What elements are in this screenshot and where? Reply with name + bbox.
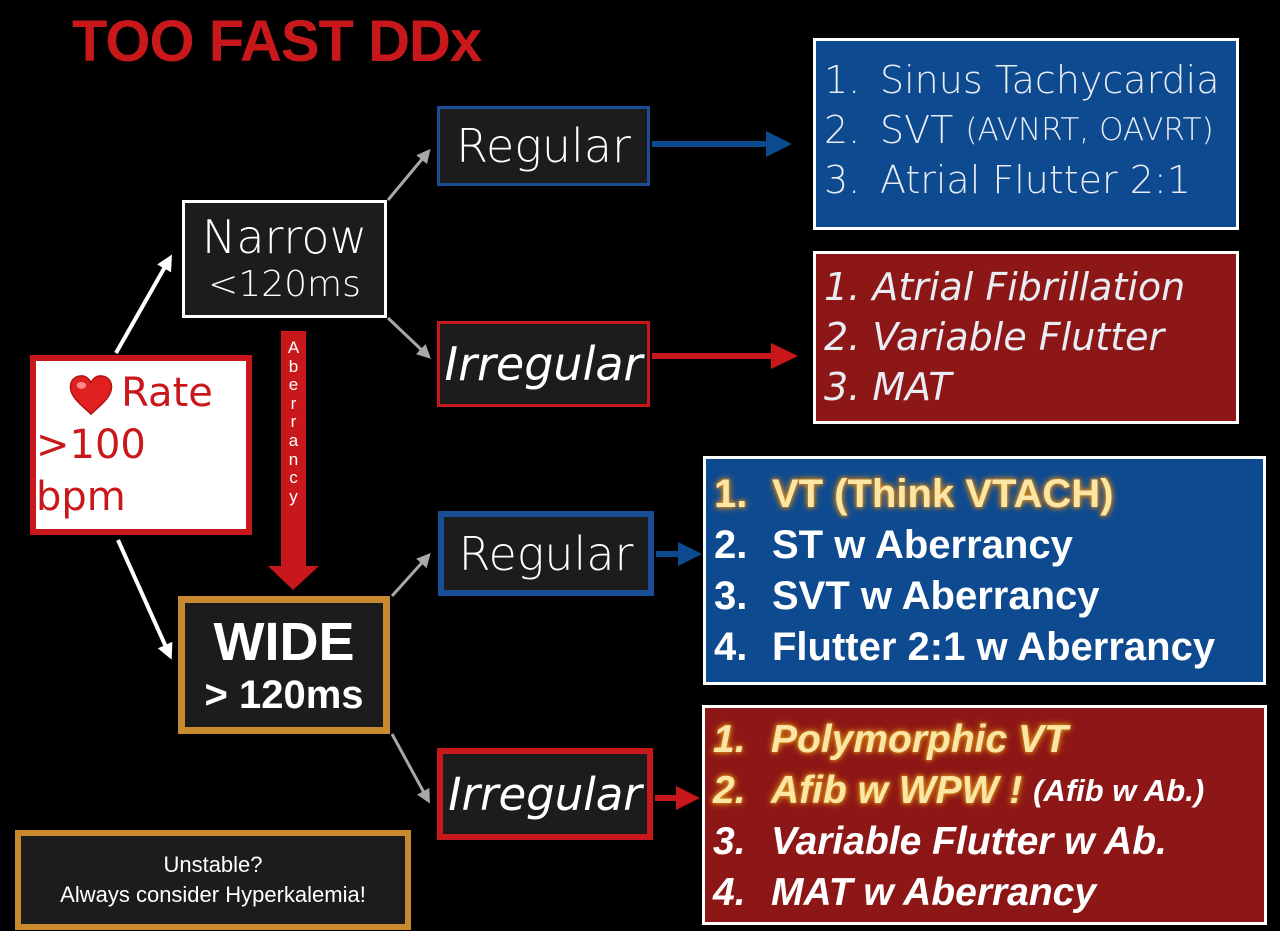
list-item: 1. Sinus Tachycardia [824,55,1236,105]
wide-regular-ddx-list: 1. VT (Think VTACH) 2. ST w Aberrancy 3.… [703,456,1266,685]
list-item-highlighted: 1. Polymorphic VT [713,714,1264,765]
wide-threshold: > 120ms [204,673,364,717]
arrow-rate-to-wide [116,539,173,660]
item-number: 4. [714,625,748,669]
wide-irregular-ddx-list: 1. Polymorphic VT 2. Afib w WPW ! (Afib … [702,705,1267,925]
aberrancy-letter: e [288,375,299,395]
aberrancy-letter: n [288,449,299,469]
item-text: Polymorphic VT [771,718,1068,761]
wide-regular-node: Regular [438,511,654,596]
aberrancy-arrow: A b e r r a n c y [281,331,306,567]
arrow-rate-to-narrow [114,254,172,354]
list-item: 2. ST w Aberrancy [714,520,1263,571]
list-item-highlighted: 1. VT (Think VTACH) [714,469,1263,520]
aberrancy-letter: r [290,412,297,432]
page-title: TOO FAST DDx [72,9,482,74]
narrow-node: Narrow <120ms [182,200,387,318]
arrow-narrow-to-regular [386,148,431,201]
aberrancy-arrow-head [268,566,319,590]
item-text: Atrial Flutter 2:1 [880,158,1191,202]
list-item: 3. MAT [824,365,952,409]
aberrancy-letter: c [289,468,298,488]
aberrancy-letter: r [290,393,297,413]
item-number: 3. [714,574,748,618]
wide-irregular-node: Irregular [437,748,653,840]
list-item: 2. Variable Flutter [824,315,1165,359]
narrow-label: Narrow [201,210,368,264]
item-number: 3. [824,158,861,202]
item-note: (AVNRT, OAVRT) [965,112,1214,148]
arrow-regular-to-list-head [766,131,792,157]
item-text: ST w Aberrancy [772,523,1073,567]
item-text: MAT w Aberrancy [771,871,1097,914]
item-text: Variable Flutter w Ab. [771,820,1167,863]
list-item: 4. Flutter 2:1 w Aberrancy [714,622,1263,673]
item-number: 1. [713,718,746,761]
item-number: 2. [714,523,748,567]
rate-node: Rate >100 bpm [30,355,252,535]
item-number: 2. [713,769,746,812]
list-item: 2. SVT (AVNRT, OAVRT) [824,105,1236,155]
arrow-wide-regular-to-list-head [678,542,702,566]
aberrancy-letter: y [289,486,298,506]
item-text: Sinus Tachycardia [880,58,1220,102]
wide-node: WIDE > 120ms [178,596,390,734]
hyperkalemia-note: Unstable? Always consider Hyperkalemia! [15,830,411,930]
aberrancy-letter: A [287,338,300,357]
list-item-highlighted: 2. Afib w WPW ! (Afib w Ab.) [713,765,1264,816]
list-item: 3. Variable Flutter w Ab. [713,816,1264,867]
item-number: 2. [824,108,861,152]
arrow-wide-irregular-to-list-head [676,786,700,810]
item-text: VT (Think VTACH) [772,472,1114,516]
item-text: SVT w Aberrancy [772,574,1100,618]
narrow-regular-node: Regular [437,106,650,186]
narrow-irregular-ddx-list: 1. Atrial Fibrillation 2. Variable Flutt… [813,251,1239,424]
item-number: 1. [714,472,748,516]
rate-value: >100 bpm [36,422,146,520]
item-text: Flutter 2:1 w Aberrancy [772,625,1216,669]
list-item: 3. SVT w Aberrancy [714,571,1263,622]
narrow-regular-ddx-list: 1. Sinus Tachycardia 2. SVT (AVNRT, OAVR… [813,38,1239,230]
narrow-irregular-node: Irregular [437,321,650,407]
list-item: 4. MAT w Aberrancy [713,867,1264,918]
heart-icon [69,375,113,416]
arrow-narrow-to-irregular [386,316,431,359]
narrow-threshold: <120ms [208,264,361,305]
rate-label: Rate [121,370,213,416]
list-item: 1. Atrial Fibrillation [824,265,1186,309]
item-number: 3. [713,820,746,863]
item-note: (Afib w Ab.) [1033,773,1205,808]
aberrancy-letter: b [288,356,299,376]
item-number: 4. [713,871,746,914]
note-line-2: Always consider Hyperkalemia! [60,882,366,907]
item-number: 1. [824,58,861,102]
arrow-irregular-to-list-head [771,343,798,369]
item-text: Afib w WPW ! [771,769,1034,812]
note-line-1: Unstable? [163,852,263,877]
aberrancy-letter: a [288,430,299,450]
item-text: SVT [880,108,966,152]
wide-label: WIDE [213,612,355,672]
arrow-wide-to-regular [390,553,431,598]
arrow-wide-to-irregular [390,733,430,804]
list-item: 3. Atrial Flutter 2:1 [824,155,1236,205]
